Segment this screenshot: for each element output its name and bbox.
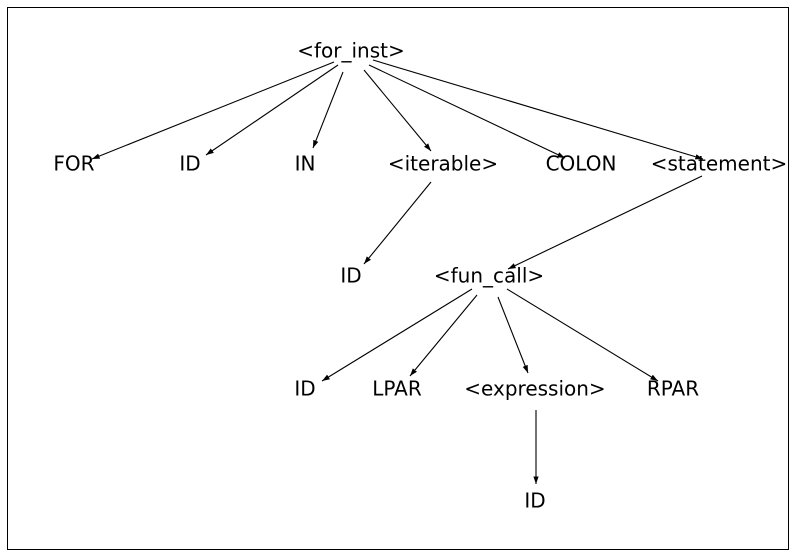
tree-edge-fun_call-rpar: [506, 288, 659, 382]
tree-node-id4: ID: [524, 489, 545, 513]
tree-node-for: FOR: [53, 152, 94, 176]
tree-node-colon: COLON: [546, 152, 617, 176]
tree-node-id1: ID: [179, 152, 200, 176]
tree-edge-fun_call-lpar: [409, 294, 478, 377]
tree-edge-for_inst-in: [312, 71, 344, 149]
tree-edge-fun_call-expression: [497, 296, 529, 374]
tree-node-for_inst: <for_inst>: [297, 39, 405, 63]
tree-node-lpar: LPAR: [372, 377, 422, 401]
tree-node-iterable: <iterable>: [388, 152, 498, 176]
tree-node-id3: ID: [294, 377, 315, 401]
tree-node-id2: ID: [340, 264, 361, 288]
tree-edge-iterable-id2: [363, 181, 432, 265]
tree-edge-for_inst-statement: [372, 59, 704, 160]
tree-edge-for_inst-colon: [368, 64, 566, 159]
tree-nodes: <for_inst> FOR ID IN <iterable> COLON <stateme…: [53, 39, 787, 513]
diagram-frame: [7, 7, 789, 550]
tree-edge-for_inst-id1: [205, 64, 339, 156]
tree-node-expression: <expression>: [464, 377, 605, 401]
tree-node-in: IN: [295, 152, 316, 176]
tree-edge-fun_call-id3: [321, 288, 473, 382]
tree-edges: [91, 59, 704, 484]
tree-node-statement: <statement>: [651, 152, 787, 176]
tree-edge-for_inst-for: [91, 61, 335, 160]
tree-edge-for_inst-iterable: [363, 69, 432, 152]
tree-edge-statement-fun_call: [507, 175, 703, 270]
tree-node-rpar: RPAR: [647, 377, 699, 401]
tree-node-fun_call: <fun_call>: [434, 264, 544, 288]
